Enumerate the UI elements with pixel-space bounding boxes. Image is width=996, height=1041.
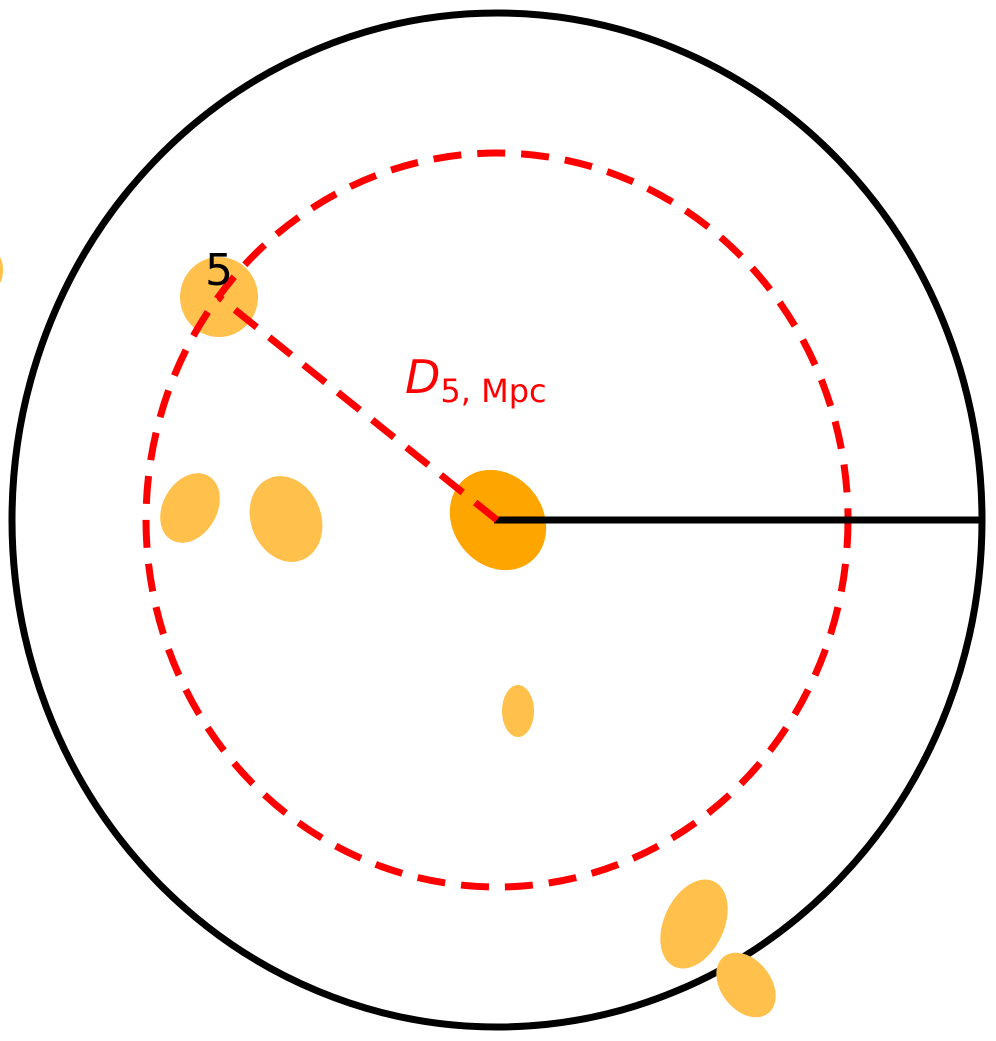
distance-symbol: D bbox=[405, 350, 440, 404]
distance-to-5th-neighbor-line bbox=[216, 294, 500, 523]
distance-label: D5, Mpc bbox=[405, 350, 547, 410]
galaxy bbox=[660, 879, 728, 969]
galaxy bbox=[502, 685, 534, 737]
galaxy bbox=[160, 473, 220, 543]
galaxy bbox=[249, 476, 323, 562]
galaxy-edge bbox=[0, 257, 3, 283]
neighbor-rank-label: 5 bbox=[205, 245, 233, 296]
distance-subscript: 5, Mpc bbox=[440, 372, 546, 410]
galaxy bbox=[716, 952, 776, 1018]
